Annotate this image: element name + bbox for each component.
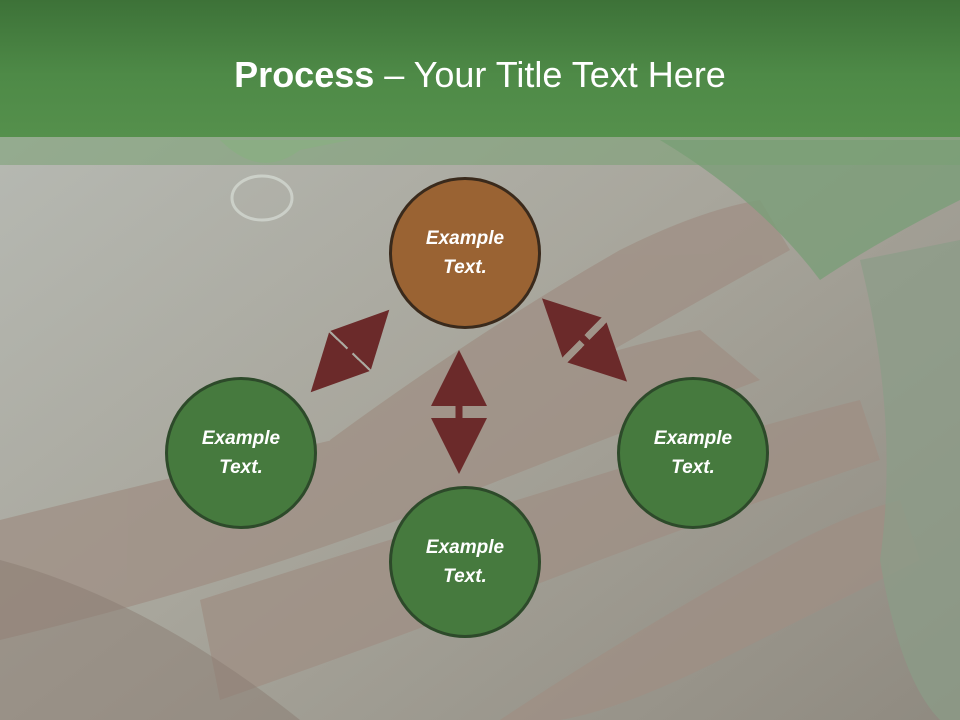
node-left-text: Example Text. — [201, 428, 281, 478]
process-node-bottom[interactable]: Example Text. — [389, 486, 541, 638]
title-bar-band — [0, 137, 960, 165]
node-top-text: Example Text. — [425, 228, 505, 278]
node-bottom-text: Example Text. — [425, 537, 505, 587]
title-rest: – Your Title Text Here — [374, 54, 726, 95]
slide-title[interactable]: Process – Your Title Text Here — [0, 54, 960, 96]
title-bold: Process — [234, 54, 375, 95]
process-node-left[interactable]: Example Text. — [165, 377, 317, 529]
arrow-top-right — [541, 298, 628, 382]
process-node-top[interactable]: Example Text. — [389, 177, 541, 329]
process-node-right[interactable]: Example Text. — [617, 377, 769, 529]
arrow-top-left — [310, 309, 390, 393]
node-right-text: Example Text. — [653, 428, 733, 478]
title-bar — [0, 0, 960, 137]
